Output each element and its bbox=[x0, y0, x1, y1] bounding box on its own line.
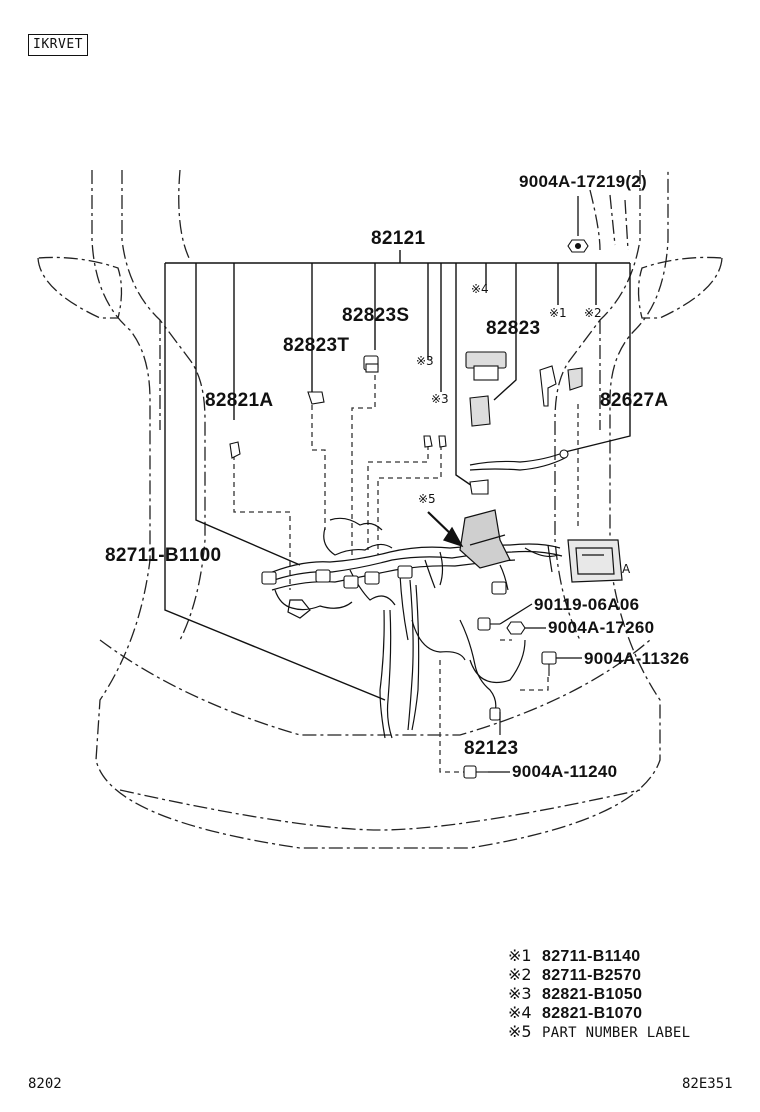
part-number-label bbox=[459, 509, 511, 569]
legend-code: 82821-B1070 bbox=[542, 1005, 643, 1022]
legend-mark: ※1 bbox=[508, 946, 532, 965]
legend-row-5: ※5 PART NUMBER LABEL bbox=[508, 1022, 690, 1041]
mark-3a: ※3 bbox=[416, 354, 434, 368]
legend-mark: ※5 bbox=[508, 1022, 532, 1041]
bolt-17260-icon bbox=[506, 621, 526, 635]
label-82123: 82123 bbox=[464, 738, 519, 759]
label-82821a: 82821A bbox=[205, 390, 274, 411]
mark-3b: ※3 bbox=[431, 392, 449, 406]
relay-block bbox=[567, 539, 623, 583]
label-9004a-11326: 9004A-11326 bbox=[584, 649, 690, 668]
legend-code: 82821-B1050 bbox=[542, 986, 643, 1003]
label-9004a-11240: 9004A-11240 bbox=[512, 762, 618, 781]
page-number: 8202 bbox=[28, 1076, 62, 1092]
part-mark1-icon bbox=[539, 365, 557, 407]
label-bolt-9004a-17219: 9004A-17219(2) bbox=[519, 172, 648, 191]
bolt-11326-icon bbox=[541, 651, 557, 676]
legend-row-4: ※4 82821-B1070 bbox=[508, 1003, 690, 1022]
bolt-90119-icon bbox=[477, 617, 500, 631]
mark-1: ※1 bbox=[549, 306, 567, 320]
legend: ※1 82711-B1140 ※2 82711-B2570 ※3 82821-B105… bbox=[508, 946, 690, 1041]
label-82823: 82823 bbox=[486, 318, 541, 339]
legend-row-1: ※1 82711-B1140 bbox=[508, 946, 690, 965]
left-mirror bbox=[37, 256, 123, 319]
connector-82123-icon bbox=[489, 707, 501, 721]
connector-82627a-icon bbox=[559, 449, 569, 459]
legend-code: 82711-B2570 bbox=[542, 967, 642, 984]
cover-82823-icon bbox=[469, 395, 491, 427]
legend-mark: ※3 bbox=[508, 984, 532, 1003]
mark-2: ※2 bbox=[584, 306, 602, 320]
mark-side-a: A bbox=[622, 562, 631, 576]
right-mirror bbox=[637, 256, 723, 319]
label-82823s: 82823S bbox=[342, 305, 410, 326]
legend-row-2: ※2 82711-B2570 bbox=[508, 965, 690, 984]
figure-ref: 82E351 bbox=[682, 1076, 733, 1092]
model-code-badge: IKRVET bbox=[28, 34, 88, 56]
top-bolt-icon bbox=[567, 239, 589, 253]
mark-5: ※5 bbox=[418, 492, 436, 506]
part-mark2-icon bbox=[567, 367, 583, 391]
harness-bundle bbox=[264, 451, 566, 739]
label-9004a-17260: 9004A-17260 bbox=[548, 618, 655, 637]
bolt-11240-icon bbox=[463, 765, 488, 779]
connector-82711-icon bbox=[261, 565, 507, 595]
legend-code: PART NUMBER LABEL bbox=[542, 1025, 691, 1041]
legend-code: 82711-B1140 bbox=[542, 948, 641, 965]
legend-mark: ※2 bbox=[508, 965, 532, 984]
clip-mark3-icon bbox=[423, 435, 447, 448]
label-82711-b1100: 82711-B1100 bbox=[105, 545, 222, 566]
mark-4: ※4 bbox=[471, 282, 489, 296]
label-82823t: 82823T bbox=[283, 335, 350, 356]
vehicle-outline bbox=[91, 169, 669, 849]
connector-mark4-icon bbox=[465, 351, 507, 381]
label-90119-06a06: 90119-06A06 bbox=[534, 595, 640, 614]
legend-mark: ※4 bbox=[508, 1003, 532, 1022]
connector-82823t-icon bbox=[307, 391, 325, 405]
legend-row-3: ※3 82821-B1050 bbox=[508, 984, 690, 1003]
connector-dashed-lines bbox=[233, 375, 579, 773]
label-82627a: 82627A bbox=[600, 390, 669, 411]
label-82121: 82121 bbox=[371, 228, 426, 249]
clip-82821a-icon bbox=[229, 441, 241, 459]
connector-82627a-body-icon bbox=[469, 479, 489, 495]
connector-82823s-icon bbox=[363, 355, 379, 373]
